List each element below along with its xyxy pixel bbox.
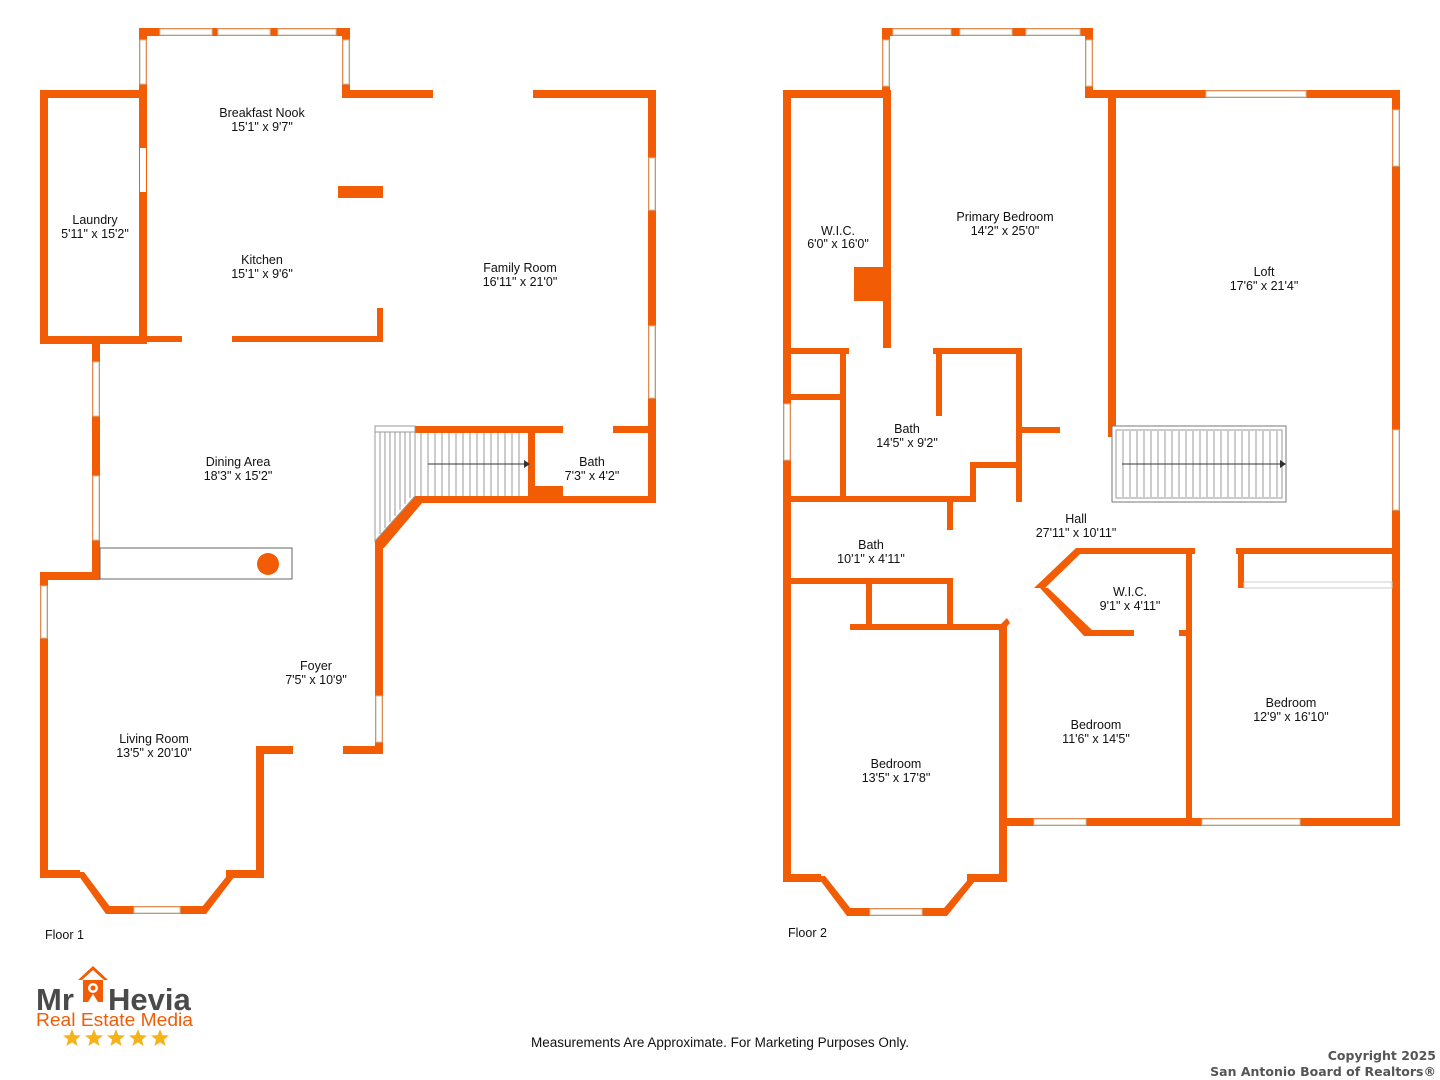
svg-text:Real Estate Media: Real Estate Media	[36, 1010, 194, 1030]
room-size: 13'5" x 17'8"	[862, 771, 931, 785]
room-name: Bedroom	[1071, 718, 1122, 732]
room-size: 14'2" x 25'0"	[971, 224, 1040, 238]
room-name: Bath	[579, 455, 605, 469]
company-logo: Mr Hevia Real Estate Media	[36, 966, 194, 1046]
room-name: Bedroom	[1266, 696, 1317, 710]
room-name: Foyer	[300, 659, 332, 673]
svg-text:Hevia: Hevia	[108, 982, 191, 1017]
room-size: 13'5" x 20'10"	[116, 746, 192, 760]
floor-2-windows	[783, 28, 1400, 916]
floor-1-staircase	[374, 425, 530, 543]
room-size: 7'5" x 10'9"	[285, 673, 347, 687]
floor-1-label: Floor 1	[45, 928, 84, 942]
floor-2-staircase	[1111, 425, 1287, 503]
stair-direction-arrow-icon	[1280, 460, 1286, 468]
room-size: 17'6" x 21'4"	[1230, 279, 1299, 293]
star-icon	[129, 1029, 147, 1046]
fireplace-icon	[257, 553, 279, 575]
room-size: 7'3" x 4'2"	[565, 469, 620, 483]
star-icon	[63, 1029, 81, 1046]
room-size: 6'0" x 16'0"	[807, 237, 869, 251]
house-camera-icon	[78, 966, 108, 1002]
floor-1-doors	[140, 90, 613, 754]
room-size: 10'1" x 4'11"	[837, 552, 905, 566]
room-name: Family Room	[483, 261, 557, 275]
room-name: Primary Bedroom	[956, 210, 1053, 224]
room-size: 9'1" x 4'11"	[1100, 599, 1161, 613]
floor-2-plan: W.I.C. 6'0" x 16'0" Primary Bedroom 14'2…	[783, 28, 1400, 940]
room-name: Dining Area	[206, 455, 271, 469]
rating-stars	[63, 1029, 169, 1046]
room-name: W.I.C.	[1113, 585, 1147, 599]
copyright-year: Copyright 2025	[1328, 1048, 1436, 1063]
star-icon	[151, 1029, 169, 1046]
svg-text:Mr: Mr	[36, 982, 74, 1017]
room-size: 11'6" x 14'5"	[1062, 732, 1130, 746]
star-icon	[107, 1029, 125, 1046]
room-name: Bath	[858, 538, 884, 552]
floor-1-windows	[40, 28, 656, 914]
floor-2-doors	[791, 348, 1393, 636]
room-name: Breakfast Nook	[219, 106, 305, 120]
room-size: 5'11" x 15'2"	[61, 227, 129, 241]
star-icon	[85, 1029, 103, 1046]
room-size: 18'3" x 15'2"	[204, 469, 273, 483]
room-size: 12'9" x 16'10"	[1253, 710, 1329, 724]
copyright-owner: San Antonio Board of Realtors®	[1210, 1064, 1436, 1079]
room-size: 15'1" x 9'6"	[231, 267, 293, 281]
room-name: Kitchen	[241, 253, 283, 267]
room-size: 15'1" x 9'7"	[231, 120, 293, 134]
disclaimer: Measurements Are Approximate. For Market…	[531, 1035, 909, 1050]
room-name: Laundry	[72, 213, 118, 227]
room-size: 16'11" x 21'0"	[483, 275, 558, 289]
room-name: Loft	[1254, 265, 1275, 279]
stair-direction-arrow-icon	[524, 460, 530, 468]
floor-1-plan: Breakfast Nook 15'1" x 9'7" Laundry 5'11…	[40, 28, 656, 942]
room-name: Hall	[1065, 512, 1087, 526]
room-name: W.I.C.	[821, 224, 855, 238]
room-size: 27'11" x 10'11"	[1036, 526, 1117, 540]
room-name: Living Room	[119, 732, 188, 746]
room-size: 14'5" x 9'2"	[876, 436, 938, 450]
room-name: Bath	[894, 422, 920, 436]
floor-2-label: Floor 2	[788, 926, 827, 940]
floor-1-walls	[40, 28, 656, 914]
room-name: Bedroom	[871, 757, 922, 771]
